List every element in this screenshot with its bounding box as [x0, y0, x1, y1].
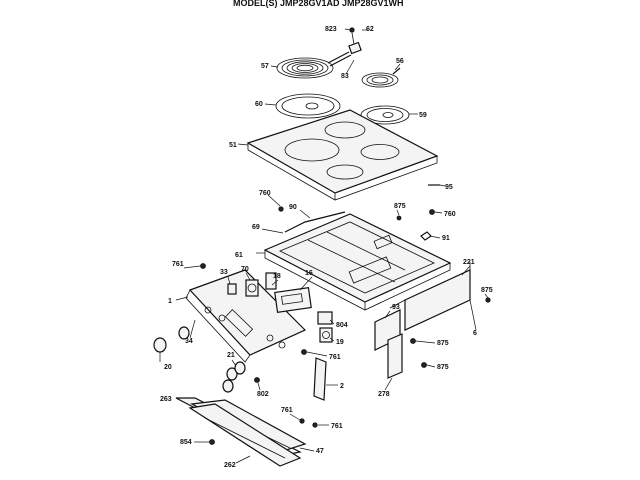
label-278: 278 [378, 391, 390, 398]
label-34: 34 [185, 338, 193, 345]
label-61: 61 [235, 252, 243, 259]
control-panel-1 [175, 269, 307, 363]
screw-760-right [429, 209, 443, 215]
knob-20b [178, 326, 190, 340]
clip-91 [420, 231, 432, 241]
label-83: 83 [341, 73, 349, 80]
screw-760-left [278, 206, 284, 212]
screw-761-mid [301, 349, 307, 355]
label-56: 56 [396, 58, 404, 65]
label-761b: 761 [329, 354, 341, 361]
leader-lines [159, 59, 489, 464]
coil-element-small-56 [361, 63, 401, 88]
label-875b: 875 [481, 287, 493, 294]
screw-875-top [396, 215, 402, 221]
label-1: 1 [168, 298, 172, 305]
drip-pan-small-59 [360, 105, 418, 125]
knob-20 [153, 337, 167, 353]
label-802: 802 [257, 391, 269, 398]
screw-875-lower2 [421, 362, 427, 368]
cooktop-51 [237, 109, 439, 201]
trim-262 [188, 403, 302, 467]
label-6: 6 [473, 330, 477, 337]
switch-804 [317, 311, 333, 325]
label-760a: 760 [259, 190, 271, 197]
label-21: 21 [227, 352, 235, 359]
label-51: 51 [229, 142, 237, 149]
label-91: 91 [442, 235, 450, 242]
drip-pan-large-60 [264, 93, 341, 119]
label-16: 16 [305, 270, 313, 277]
label-62: 62 [366, 26, 374, 33]
screw-854 [209, 439, 215, 445]
label-33a: 33 [220, 269, 228, 276]
label-59: 59 [419, 112, 427, 119]
label-875a: 875 [394, 203, 406, 210]
fastener-95 [428, 184, 446, 187]
label-70: 70 [241, 266, 249, 273]
screw-875-right [485, 297, 491, 303]
label-875c: 875 [437, 340, 449, 347]
label-95: 95 [445, 184, 453, 191]
label-875d: 875 [437, 364, 449, 371]
burner-box-61 [256, 213, 452, 311]
label-90: 90 [289, 204, 297, 211]
screw-761-bottom [299, 418, 318, 428]
label-854: 854 [180, 439, 192, 446]
label-2: 2 [340, 383, 344, 390]
label-761a: 761 [172, 261, 184, 268]
label-761d: 761 [331, 423, 343, 430]
screw-823 [344, 27, 355, 33]
label-262: 262 [224, 462, 236, 469]
label-221: 221 [463, 259, 475, 266]
switch-33 [227, 283, 237, 295]
label-761c: 761 [281, 407, 293, 414]
label-60: 60 [255, 101, 263, 108]
screw-802 [254, 377, 260, 383]
knob-21 [222, 361, 246, 393]
label-47: 47 [316, 448, 324, 455]
terminal-block-62 [348, 29, 368, 55]
screw-875-lower1 [410, 338, 416, 344]
diagram-title: MODEL(S) JMP28GV1AD JMP28GV1WH [233, 0, 404, 8]
label-20: 20 [164, 364, 172, 371]
bracket-278 [387, 333, 403, 379]
support-90 [284, 211, 346, 233]
label-69: 69 [252, 224, 260, 231]
label-804: 804 [336, 322, 348, 329]
label-93: 93 [392, 304, 400, 311]
bracket-2 [313, 357, 338, 401]
label-19: 19 [336, 339, 344, 346]
label-760b: 760 [444, 211, 456, 218]
switch-19 [319, 327, 333, 343]
switch-70 [245, 279, 259, 297]
timer-clock-16 [274, 287, 312, 313]
coil-element-large-57 [270, 51, 352, 79]
label-18: 18 [273, 273, 281, 280]
label-263: 263 [160, 396, 172, 403]
label-823: 823 [325, 26, 337, 33]
screw-761-left [200, 263, 206, 269]
infinite-switch-18 [265, 272, 277, 290]
label-57: 57 [261, 63, 269, 70]
